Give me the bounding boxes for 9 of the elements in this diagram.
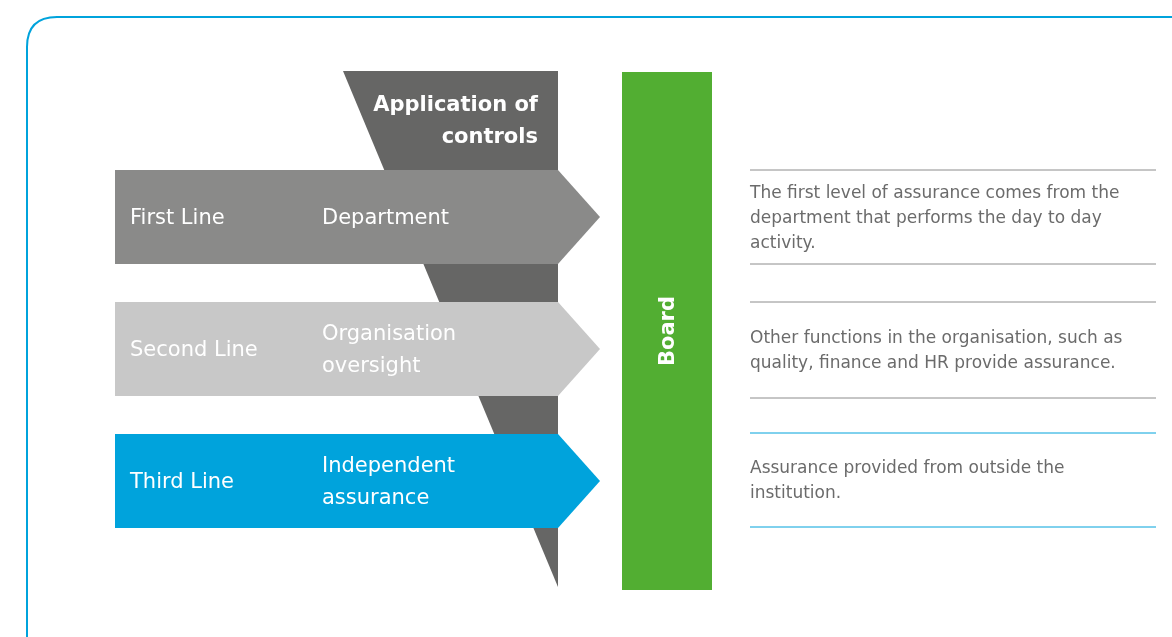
line-description: Independent assurance <box>322 452 457 511</box>
line-description: Department <box>322 204 451 231</box>
description-text: The first level of assurance comes from the department that performs the day to day activity. <box>750 181 1121 254</box>
description-text: Other functions in the organisation, such as quality, finance and HR provide assurance. <box>750 326 1124 374</box>
line-label: Third Line <box>130 468 235 495</box>
description-text: Assurance provided from outside the institution. <box>750 456 1066 504</box>
line-label: First Line <box>130 204 226 231</box>
wedge-title: Application of controls <box>372 91 538 150</box>
board-label: Board <box>654 296 680 366</box>
